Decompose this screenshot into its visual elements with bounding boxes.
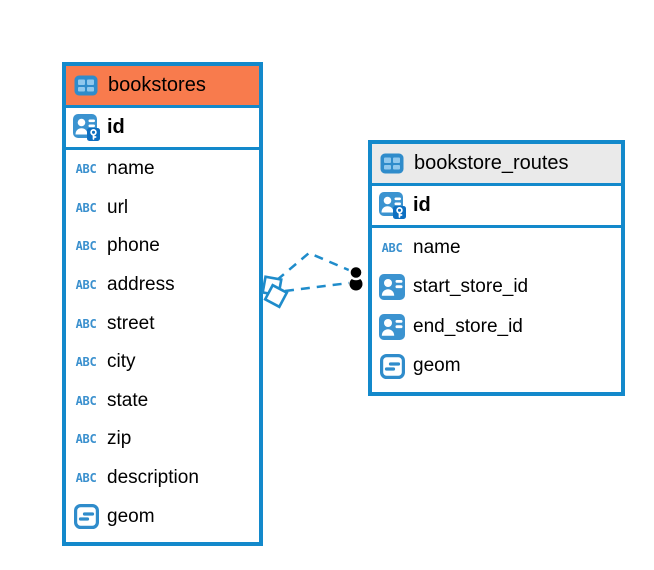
relationship-edge-1[interactable] bbox=[276, 251, 352, 281]
column-row-state[interactable]: ABC state bbox=[66, 382, 259, 421]
relationship-edge-2[interactable] bbox=[284, 281, 350, 293]
column-name: id bbox=[107, 116, 125, 138]
primary-key-icon bbox=[378, 192, 406, 219]
column-row-name[interactable]: ABC name bbox=[66, 150, 259, 189]
table-icon bbox=[378, 153, 406, 174]
column-name: geom bbox=[107, 505, 155, 527]
text-icon: ABC bbox=[75, 200, 97, 215]
text-icon: ABC bbox=[75, 278, 97, 293]
reference-icon bbox=[378, 313, 406, 340]
column-row-end_store_id[interactable]: end_store_id bbox=[372, 307, 621, 347]
table-header-bookstore-routes[interactable]: bookstore_routes bbox=[372, 144, 621, 186]
column-row-description[interactable]: ABC description bbox=[66, 459, 259, 498]
geometry-icon bbox=[378, 353, 406, 379]
geometry-icon bbox=[72, 504, 100, 530]
column-name: geom bbox=[413, 355, 461, 377]
table-header-bookstores[interactable]: bookstores bbox=[66, 66, 259, 108]
column-row-street[interactable]: ABC street bbox=[66, 304, 259, 343]
column-name: phone bbox=[107, 235, 160, 257]
text-icon: ABC bbox=[75, 393, 97, 408]
column-name: state bbox=[107, 389, 149, 411]
table-bookstore-routes[interactable]: bookstore_routes id ABC name start_store_i… bbox=[368, 140, 625, 396]
diamond-square-marker[interactable] bbox=[261, 275, 289, 309]
table-name: bookstore_routes bbox=[414, 152, 569, 174]
column-name: address bbox=[107, 274, 175, 296]
text-icon: ABC bbox=[75, 471, 97, 486]
text-icon: ABC bbox=[75, 432, 97, 447]
primary-key-icon bbox=[72, 114, 100, 141]
filled-dot-marker[interactable] bbox=[348, 264, 364, 291]
column-row-id[interactable]: id bbox=[66, 108, 259, 150]
column-name: start_store_id bbox=[413, 276, 529, 298]
column-name: city bbox=[107, 351, 136, 373]
column-name: url bbox=[107, 196, 129, 218]
reference-icon bbox=[378, 274, 406, 301]
column-row-city[interactable]: ABC city bbox=[66, 343, 259, 382]
column-row-name[interactable]: ABC name bbox=[372, 228, 621, 268]
column-name: name bbox=[413, 236, 461, 258]
column-name: name bbox=[107, 158, 155, 180]
text-icon: ABC bbox=[75, 239, 97, 254]
text-icon: ABC bbox=[75, 162, 97, 177]
column-row-zip[interactable]: ABC zip bbox=[66, 420, 259, 459]
text-icon: ABC bbox=[75, 355, 97, 370]
text-icon: ABC bbox=[75, 316, 97, 331]
column-row-geom[interactable]: geom bbox=[372, 347, 621, 387]
column-row-id[interactable]: id bbox=[372, 186, 621, 228]
column-name: street bbox=[107, 312, 155, 334]
table-name: bookstores bbox=[108, 74, 206, 96]
column-row-url[interactable]: ABC url bbox=[66, 189, 259, 228]
column-name: end_store_id bbox=[413, 315, 523, 337]
column-row-phone[interactable]: ABC phone bbox=[66, 227, 259, 266]
table-icon bbox=[72, 75, 100, 96]
column-row-geom[interactable]: geom bbox=[66, 497, 259, 536]
column-row-start_store_id[interactable]: start_store_id bbox=[372, 268, 621, 308]
text-icon: ABC bbox=[381, 240, 403, 255]
column-name: id bbox=[413, 194, 431, 216]
column-name: description bbox=[107, 467, 199, 489]
column-row-address[interactable]: ABC address bbox=[66, 266, 259, 305]
column-name: zip bbox=[107, 428, 132, 450]
